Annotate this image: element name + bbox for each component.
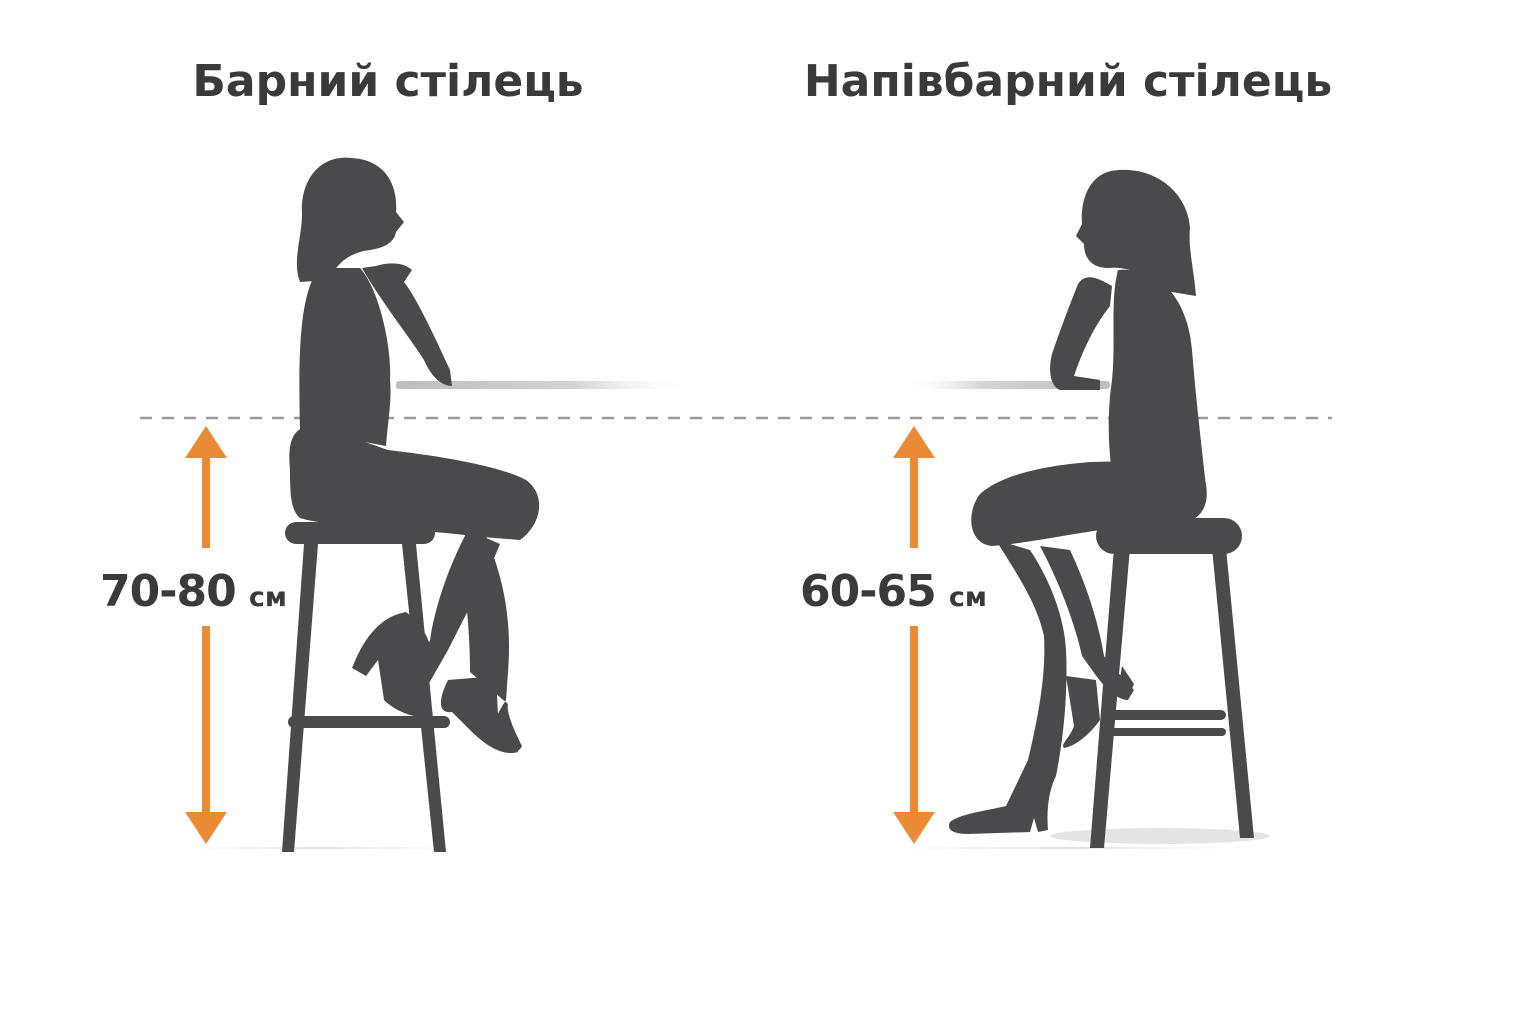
arrow-up-head-left [185, 426, 227, 458]
seated-woman-silhouette-right [948, 169, 1207, 834]
left-floor-line [150, 846, 490, 850]
arrow-down-head-left [185, 812, 227, 844]
half-bar-stool-icon [1090, 518, 1254, 848]
bar-stool-height-value: 70-80 [100, 566, 236, 617]
seated-woman-silhouette-left [289, 157, 540, 754]
half-bar-stool-height-arrow [893, 426, 935, 844]
left-counter-top [396, 381, 696, 389]
bar-stool-height-unit: см [249, 582, 287, 613]
arrow-up-head-right [893, 426, 935, 458]
half-bar-stool-height-unit: см [949, 582, 987, 613]
half-bar-stool-height-label: 60-65 см [800, 566, 987, 617]
arrow-down-head-right [893, 812, 935, 844]
half-bar-stool-height-value: 60-65 [800, 566, 936, 617]
right-floor-line [855, 846, 1275, 850]
half-bar-stool-figure [948, 169, 1254, 848]
half-bar-stool-title: Напівбарний стілець [804, 56, 1332, 107]
bar-stool-title: Барний стілець [192, 56, 583, 107]
right-stool-floor-shadow [1050, 828, 1270, 844]
bar-stool-height-arrow [185, 426, 227, 844]
bar-stool-figure [282, 157, 540, 852]
bar-stool-height-label: 70-80 см [100, 566, 287, 617]
